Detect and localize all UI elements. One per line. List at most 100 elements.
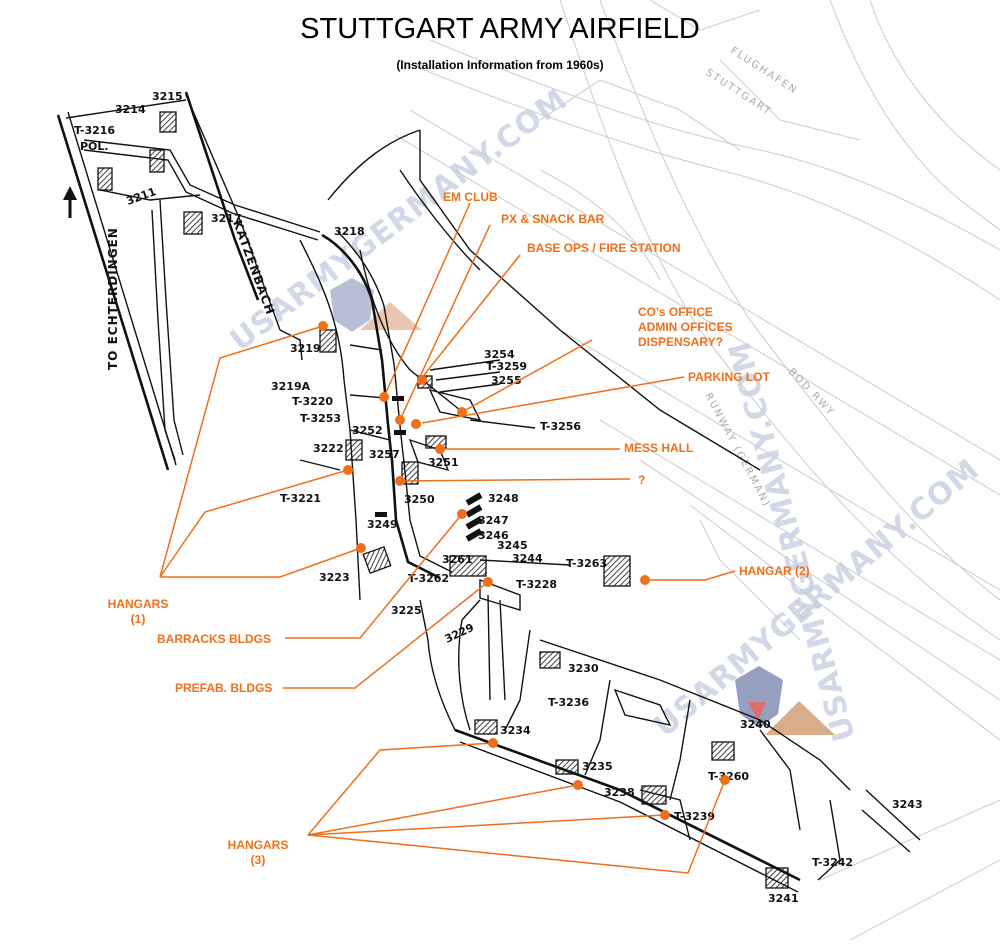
marker-mess-hall [435, 444, 445, 454]
leader-hangars-3c [307, 814, 666, 836]
leader-em-club [383, 202, 471, 398]
building-label: 3250 [404, 493, 435, 506]
page-subtitle: (Installation Information from 1960s) [396, 58, 603, 72]
building-label: T-3228 [516, 578, 557, 591]
building-label: 3245 [497, 539, 528, 552]
building-label: 3257 [369, 448, 400, 461]
building-label: 3225 [391, 604, 422, 617]
callout-hangar-2: HANGAR (2) [739, 564, 810, 578]
marker-barracks [457, 509, 467, 519]
callout-parking-lot: PARKING LOT [688, 370, 770, 384]
callout-leaders [159, 202, 736, 874]
installation-linework [56, 91, 921, 893]
building-3215-footprint [159, 111, 177, 133]
barracks-footprints [375, 396, 483, 542]
leader-px-snack-bar [399, 224, 491, 421]
building-label: 3215 [152, 90, 183, 103]
building-footprints [97, 111, 789, 889]
building-3223-footprint [362, 546, 392, 574]
callout-hangars-3-count: (3) [251, 853, 266, 867]
callout-dispensary: DISPENSARY? [638, 335, 723, 349]
building-numbers: 3215 3214 T-3216 POL. 3211 3217 3218 321… [74, 90, 923, 905]
marker-cos-office [457, 407, 467, 417]
callout-markers [318, 321, 730, 820]
building-label: 3244 [512, 552, 543, 565]
callout-unknown: ? [638, 473, 645, 487]
marker-unknown [395, 476, 405, 486]
marker-px-snack-bar [395, 415, 405, 425]
building-3250-footprint [401, 461, 419, 485]
leader-hangars-1a [159, 325, 324, 578]
building-3211-footprint [149, 149, 165, 173]
building-label: 3251 [428, 456, 459, 469]
callout-admin-offices: ADMIN OFFICES [638, 320, 733, 334]
building-label: 3222 [313, 442, 344, 455]
marker-base-ops [417, 375, 427, 385]
marker-hangar-3260 [720, 775, 730, 785]
building-label: POL. [80, 140, 109, 153]
callout-base-ops: BASE OPS / FIRE STATION [527, 241, 681, 255]
callout-em-club: EM CLUB [443, 190, 498, 204]
building-label: T-3216 [74, 124, 115, 137]
building-3230-footprint [539, 651, 561, 669]
callout-hangars-3: HANGARS [228, 838, 289, 852]
building-label: 3219 [290, 342, 321, 355]
building-label: 3234 [500, 724, 531, 737]
building-label: 3248 [488, 492, 519, 505]
building-label: 3243 [892, 798, 923, 811]
building-3241-footprint [765, 867, 789, 889]
runway-rwy-label: BOD RWY [786, 366, 837, 418]
marker-hangar-3235 [573, 780, 583, 790]
building-label: T-3260 [708, 770, 749, 783]
building-label: 3238 [604, 786, 635, 799]
building-3235-footprint [555, 759, 579, 775]
leader-prefab [283, 581, 489, 689]
building-label: 3218 [334, 225, 365, 238]
building-label: 3219A [271, 380, 311, 393]
leader-base-ops [419, 254, 521, 381]
hangar-2-footprint [603, 555, 631, 587]
building-label: 3211 [125, 185, 158, 208]
leader-cos-office [461, 339, 593, 413]
building-label: T-3236 [548, 696, 589, 709]
leader-barracks [285, 513, 463, 639]
building-label: 3235 [582, 760, 613, 773]
building-label: T-3220 [292, 395, 333, 408]
building-3240-footprint [711, 741, 735, 761]
building-label: 3252 [352, 424, 383, 437]
building-label: 3214 [115, 103, 146, 116]
callout-px-snack-bar: PX & SNACK BAR [501, 212, 605, 226]
north-arrow-icon [63, 186, 77, 218]
marker-hangar-3234 [488, 738, 498, 748]
building-label: T-3221 [280, 492, 321, 505]
building-label: T-3242 [812, 856, 853, 869]
building-3261-footprint [449, 555, 487, 577]
callout-hangars-1: HANGARS [108, 597, 169, 611]
leader-hangar-2 [648, 570, 736, 581]
building-label: 3247 [478, 514, 509, 527]
building-label: 3254 [484, 348, 515, 361]
building-label: 3255 [491, 374, 522, 387]
building-label: 3249 [367, 518, 398, 531]
building-label: T-3263 [566, 557, 607, 570]
marker-prefab [483, 577, 493, 587]
watermark-logo-bottom [735, 666, 835, 735]
leader-hangars-3a [307, 742, 494, 836]
building-3219-footprint [319, 329, 337, 353]
callout-prefab: PREFAB. BLDGS [175, 681, 272, 695]
building-label: 3230 [568, 662, 599, 675]
building-label: T-3239 [674, 810, 715, 823]
building-3217-footprint [183, 211, 203, 235]
marker-hangar-3222 [343, 465, 353, 475]
building-label: 3217 [211, 212, 242, 225]
marker-hangar-3219 [318, 321, 328, 331]
building-label: T-3262 [408, 572, 449, 585]
building-label: T-3259 [486, 360, 527, 373]
callout-hangars-1-count: (1) [131, 612, 146, 626]
building-label: 3246 [478, 529, 509, 542]
road-label-echterdingen: TO ECHTERDINGEN [106, 227, 120, 370]
marker-hangar-2 [640, 575, 650, 585]
building-label: 3261 [442, 553, 473, 566]
callout-barracks: BARRACKS BLDGS [157, 632, 271, 646]
